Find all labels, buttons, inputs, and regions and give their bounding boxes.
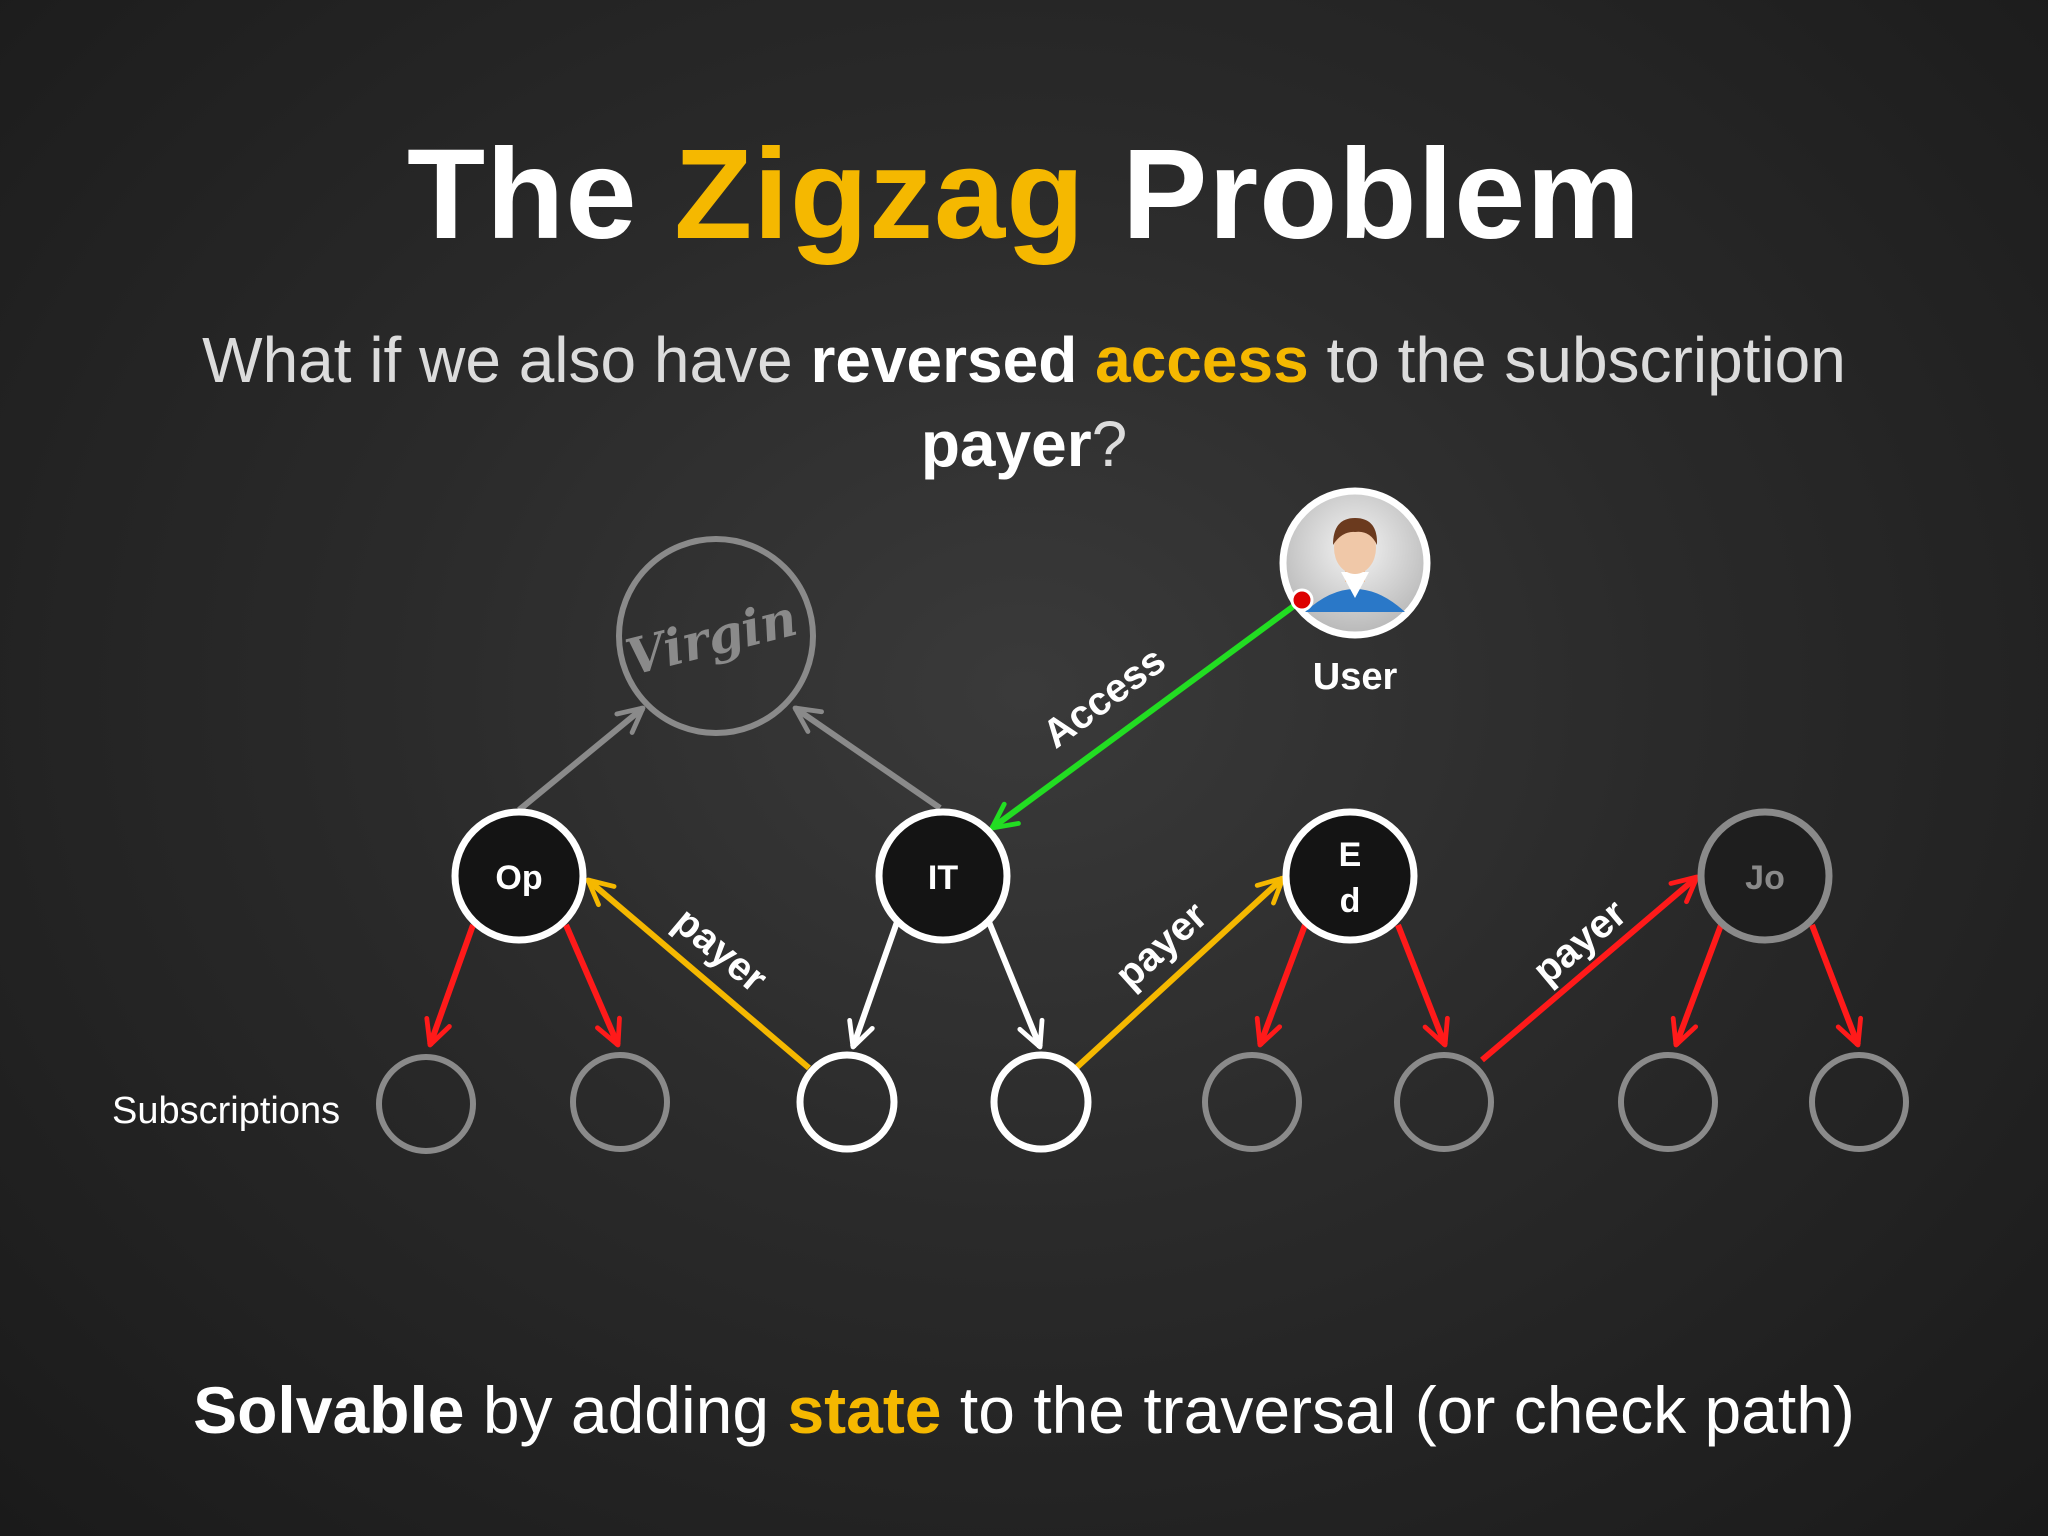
- edge-it-sub4: [986, 920, 1045, 1050]
- node-op: Op: [451, 808, 587, 944]
- footer-bold-solvable: Solvable: [193, 1373, 465, 1447]
- edge-user-access-it: [989, 597, 1304, 831]
- node-jo: Jo: [1697, 808, 1833, 944]
- subtitle-bold-payer: payer: [920, 408, 1092, 480]
- edge-payer-sub3-op: [585, 877, 811, 1071]
- edge-it-to-root: [792, 705, 942, 811]
- subtitle-text-1: What if we also have: [202, 324, 811, 396]
- user-node: User: [1279, 487, 1431, 698]
- subtitle-accent-access: access: [1095, 324, 1309, 396]
- edge-jo-sub7: [1670, 923, 1724, 1048]
- edge-jo-sub8: [1809, 923, 1864, 1048]
- subscription-node-4: [990, 1051, 1092, 1153]
- edge-ed-sub6: [1395, 923, 1450, 1048]
- subscriptions-label: Subscriptions: [112, 1090, 340, 1132]
- edge-ed-sub5: [1254, 923, 1308, 1048]
- node-it-label: IT: [928, 859, 958, 897]
- user-avatar-icon: [1305, 518, 1405, 612]
- footer-text-1: by adding: [464, 1373, 788, 1447]
- title-pre: The: [406, 123, 675, 266]
- slide-title: The Zigzag Problem: [0, 120, 2048, 270]
- edge-label-payer-2: payer: [1107, 893, 1216, 997]
- title-accent: Zigzag: [674, 123, 1086, 266]
- footer-text-2: to the traversal (or check path): [941, 1373, 1855, 1447]
- subscription-node-6: [1394, 1052, 1494, 1152]
- node-op-label: Op: [495, 859, 542, 897]
- subscription-node-7: [1618, 1052, 1718, 1152]
- edge-label-payer-1: payer: [665, 899, 775, 1001]
- edge-label-access: Access: [1035, 638, 1174, 757]
- user-label: User: [1313, 656, 1398, 698]
- edge-it-sub3: [847, 921, 900, 1050]
- node-jo-label: Jo: [1745, 859, 1785, 897]
- subscription-node-3: [796, 1051, 898, 1153]
- title-post: Problem: [1085, 123, 1642, 266]
- root-node-virgin: Virgin: [616, 536, 816, 736]
- subscription-node-1: [376, 1054, 476, 1154]
- subscription-node-2: [570, 1052, 670, 1152]
- node-ed: E d: [1282, 808, 1418, 944]
- virgin-logo: Virgin: [620, 588, 803, 687]
- edge-op-to-root: [517, 705, 646, 813]
- footer-accent-state: state: [787, 1373, 942, 1447]
- edge-payer-sub4-ed: [1073, 875, 1286, 1071]
- subscription-node-5: [1202, 1052, 1302, 1152]
- node-ed-label-line2: d: [1340, 882, 1361, 920]
- slide-footer: Solvable by adding state to the traversa…: [0, 1368, 2048, 1452]
- node-ed-label-line1: E: [1339, 836, 1362, 874]
- subtitle-bold-reversed: reversed: [810, 324, 1078, 396]
- edge-payer-sub6-jo: [1480, 874, 1700, 1063]
- subtitle-text-2: to the subscription: [1308, 324, 1846, 396]
- edge-op-sub1: [424, 923, 476, 1048]
- slide-subtitle: What if we also have reversed access to …: [120, 318, 1928, 486]
- subtitle-question-mark: ?: [1091, 408, 1128, 480]
- edge-op-sub2: [563, 923, 622, 1048]
- user-connector-dot: [1290, 588, 1314, 612]
- subscription-node-8: [1809, 1052, 1909, 1152]
- node-it: IT: [875, 808, 1011, 944]
